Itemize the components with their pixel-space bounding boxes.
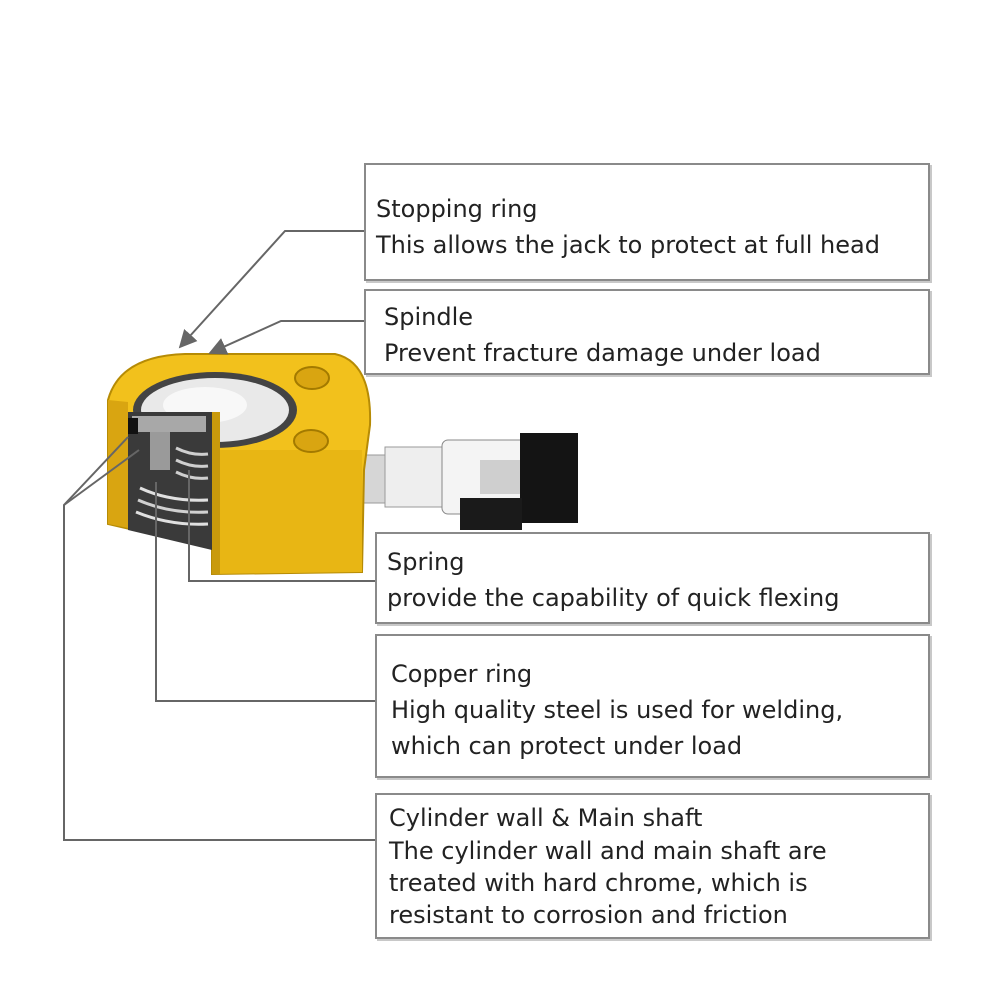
callout-description: The cylinder wall and main shaft are bbox=[389, 837, 827, 865]
callout-description: which can protect under load bbox=[391, 732, 743, 760]
callout-title: Cylinder wall & Main shaft bbox=[389, 804, 703, 832]
hose-coupler bbox=[359, 433, 578, 530]
leader-copper-ring bbox=[155, 482, 375, 702]
leader-spring bbox=[188, 470, 375, 582]
callout-title: Spindle bbox=[384, 303, 474, 331]
callout-description: resistant to corrosion and friction bbox=[389, 901, 788, 929]
callout-description: High quality steel is used for welding, bbox=[391, 696, 844, 724]
callout-description: This allows the jack to protect at full … bbox=[376, 231, 880, 259]
callout-description: provide the capability of quick flexing bbox=[387, 584, 840, 612]
callout-spindle: Spindle Prevent fracture damage under lo… bbox=[364, 289, 930, 375]
leader-lines bbox=[63, 230, 375, 841]
callout-title: Spring bbox=[387, 548, 465, 576]
leader-stopping-ring bbox=[178, 230, 364, 349]
callout-spring: Spring provide the capability of quick f… bbox=[375, 532, 930, 624]
callout-stopping-ring: Stopping ring This allows the jack to pr… bbox=[364, 163, 930, 281]
callout-title: Copper ring bbox=[391, 660, 533, 688]
jack-body bbox=[107, 353, 372, 576]
callout-copper-ring: Copper ring High quality steel is used f… bbox=[375, 634, 930, 778]
callout-description: Prevent fracture damage under load bbox=[384, 339, 821, 367]
callout-cylinder-wall: Cylinder wall & Main shaft The cylinder … bbox=[375, 793, 930, 939]
leader-spindle bbox=[208, 320, 364, 355]
leader-cylinder-wall-2 bbox=[63, 449, 140, 506]
callout-description: treated with hard chrome, which is bbox=[389, 869, 808, 897]
jack-illustration bbox=[107, 353, 578, 576]
callout-title: Stopping ring bbox=[376, 195, 538, 223]
leader-cylinder-wall bbox=[63, 436, 375, 841]
